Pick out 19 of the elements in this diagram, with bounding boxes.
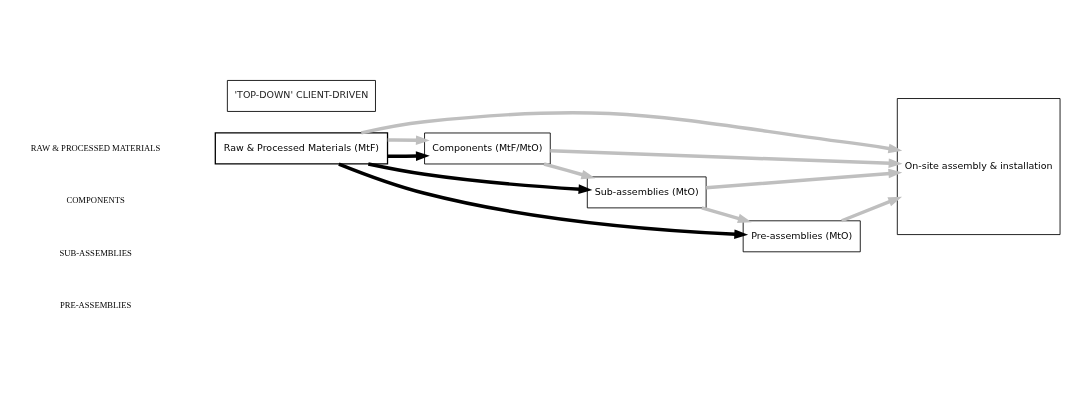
arrow [543,162,596,180]
arrow [550,149,903,169]
arrow [338,162,749,240]
arrow [706,168,903,190]
arrow [841,196,903,223]
label: RAW & PROCESSED MATERIALS [30,142,161,153]
arrow [701,206,752,224]
node-box: 'TOP-DOWN' CLIENT-DRIVEN [226,80,376,112]
label: PRE-ASSEMBLIES [59,300,132,311]
label: SUB-ASSEMBLIES [59,247,132,258]
node-box: Raw & Processed Materials (MtF) [214,132,389,165]
arrow [387,151,430,161]
node-box: Sub-assemblies (MtO) [586,176,707,209]
arrow [387,135,430,146]
label: COMPONENTS [66,195,125,206]
node-box: On-site assembly & installation [896,98,1061,235]
node-box: Components (MtF/MtO) [424,132,551,165]
arrow [367,162,593,194]
node-box: Pre-assemblies (MtO) [742,220,861,253]
